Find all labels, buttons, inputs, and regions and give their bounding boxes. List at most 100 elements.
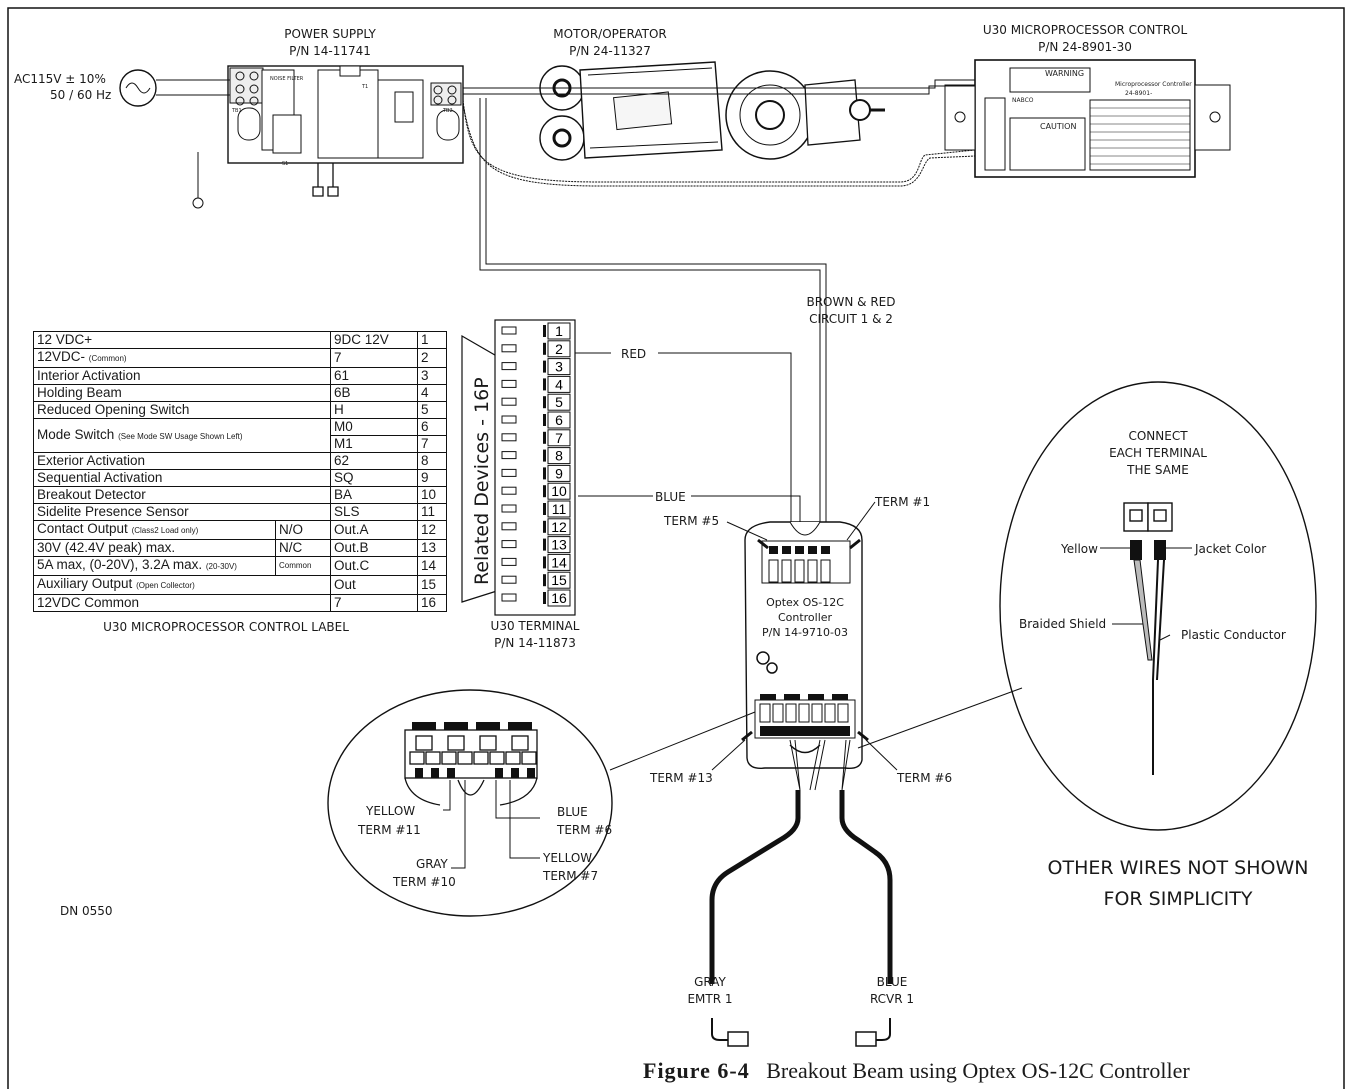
figure-title: Breakout Beam using Optex OS-12C Control… [766,1058,1190,1083]
row-note: (Open Collector) [136,581,195,590]
term7-label: TERM #7 [542,869,598,883]
terminal-3: 3 [501,358,571,376]
motor-operator: MOTOR/OPERATOR P/N 24-11327 [539,27,885,161]
row-name: 12 VDC+ [33,331,331,349]
terminal-8: 8 [501,447,571,465]
yellow11-label: YELLOW [365,804,415,818]
row-num: 11 [417,503,447,521]
row-note: (See Mode SW Usage Shown Left) [118,431,243,441]
terminal-box [547,500,571,518]
terminal-pin [543,431,546,444]
term11-label: TERM #11 [357,823,421,837]
table-row: 5A max, (0-20V), 3.2A max. (20-30V)Commo… [33,556,447,576]
terminal-pin [543,449,546,462]
row-code: SLS [330,503,418,521]
motor-title: MOTOR/OPERATOR [553,27,666,41]
terminal-4: 4 [501,375,571,393]
row-name: Interior Activation [33,367,331,385]
terminal-slot [501,397,517,406]
terminal-pin [543,342,546,355]
power-supply-pn: P/N 14-11741 [289,44,371,58]
terminal-slot [501,379,517,388]
row-num: 2 [417,348,447,368]
row-num: 1 [417,331,447,349]
row-sub: N/C [275,539,331,557]
optex-sub: Controller [778,611,833,624]
row-code: 9DC 12V [330,331,418,349]
terminal-pin [543,396,546,409]
connect-line3: THE SAME [1126,463,1189,477]
cable-blue-label: BLUE [877,975,908,989]
terminal-number: 8 [555,448,563,464]
terminal-box [547,358,571,376]
terminal-box [547,411,571,429]
row-name-2: 30V (42.4V peak) max. [33,539,276,557]
u30-terminal-block: Related Devices - 16P 123456789101112131… [461,319,580,650]
figure-caption: Figure 6-4 Breakout Beam using Optex OS-… [643,1058,1190,1084]
terminal-7: 7 [501,429,571,447]
row-name: 12VDC- (Common) [33,348,331,368]
terminal-number: 7 [555,430,563,446]
terminal-slot [501,415,517,424]
terminal-slot [501,451,517,460]
terminal-box [547,393,571,411]
terminal-13: 13 [501,536,571,554]
row-code: Out [330,575,418,595]
nabco-label: NABCO [1012,97,1034,104]
terminal-pin [543,556,546,569]
figure-number: Figure 6-4 [643,1058,750,1083]
terminal-pin [543,503,546,515]
terminal-number: 13 [551,537,567,553]
yellow-label: Yellow [1060,542,1098,556]
row-code: Out.A [330,520,418,540]
terminal-box [547,571,571,589]
ac-source: AC115V ± 10% 50 / 60 Hz [14,69,230,107]
row-note: (Class2 Load only) [131,526,199,535]
terminal-1: 1 [501,322,571,340]
row-num: 14 [417,556,447,576]
optex-name: Optex OS-12C [766,596,844,609]
row-num: 15 [417,575,447,595]
row-num: 3 [417,367,447,385]
row-code: H [330,401,418,419]
row-name: Sequential Activation [33,469,331,487]
row-num: 4 [417,384,447,402]
u30-label-table-caption: U30 MICROPROCESSOR CONTROL LABEL [103,620,349,634]
terminal-slot [501,557,517,566]
wire-red-label: RED [621,347,646,361]
row-code: M0 [330,418,418,436]
terminal-number: 12 [551,519,567,535]
row-note: (20-30V) [205,562,237,571]
wiring-lines [462,79,976,530]
u30-model: 24-8901- [1125,90,1152,97]
terminal-slot [501,575,517,584]
note-line1: OTHER WIRES NOT SHOWN [1048,857,1309,879]
s1-label: S1 [282,161,288,167]
terminal-slot [501,326,517,335]
terminal-slot [501,522,517,531]
row-name: Auxiliary Output (Open Collector) [33,575,331,595]
term6-label: TERM #6 [896,771,952,785]
terminal-box [547,447,571,465]
row-num: 9 [417,469,447,487]
terminal-5: 5 [501,393,571,411]
terminal-box [547,482,571,500]
terminal-number: 9 [555,465,563,481]
u30-subtitle: Microprocessor Controller [1115,81,1192,88]
terminal-box [547,340,571,358]
terminal-pin [543,360,546,373]
row-num: 13 [417,539,447,557]
row-name: Breakout Detector [33,486,331,504]
row-name-text: Contact Output [37,521,128,536]
